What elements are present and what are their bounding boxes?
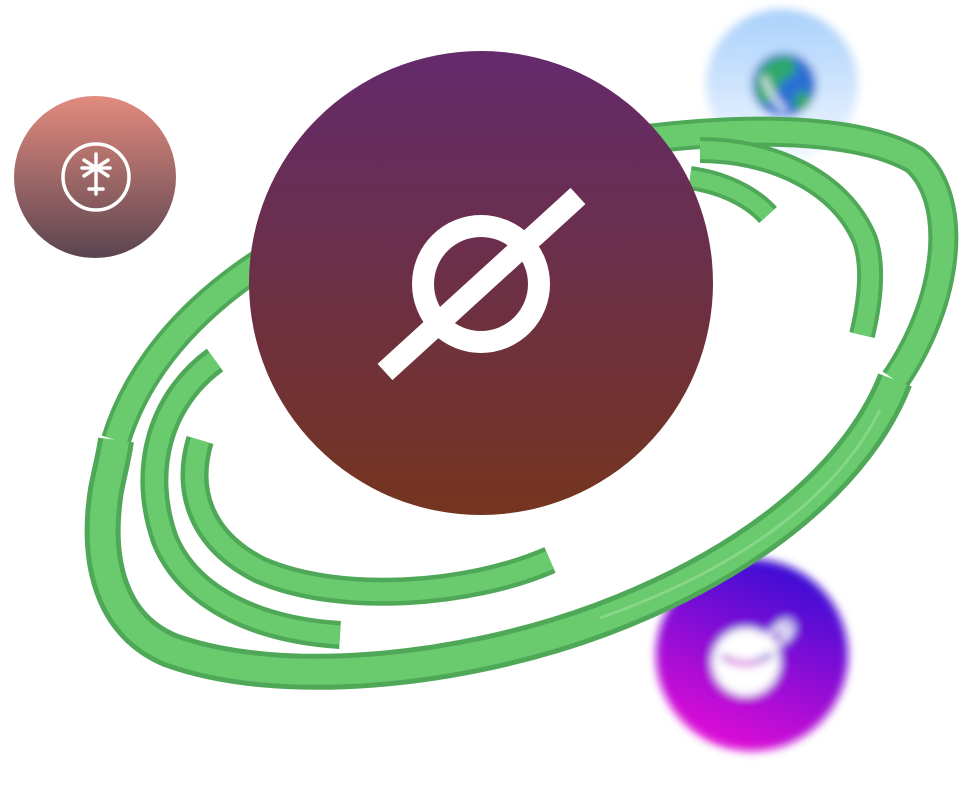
potion-badge: [656, 559, 848, 751]
asterisk-anchor-icon: [61, 142, 131, 212]
main-badge: [249, 51, 713, 515]
empty-set-icon: [377, 187, 586, 381]
globe-icon: [752, 53, 816, 117]
orbit-ring-front: [84, 348, 912, 690]
asterisk-badge: [14, 96, 176, 258]
potion-flask-icon: [712, 619, 795, 696]
